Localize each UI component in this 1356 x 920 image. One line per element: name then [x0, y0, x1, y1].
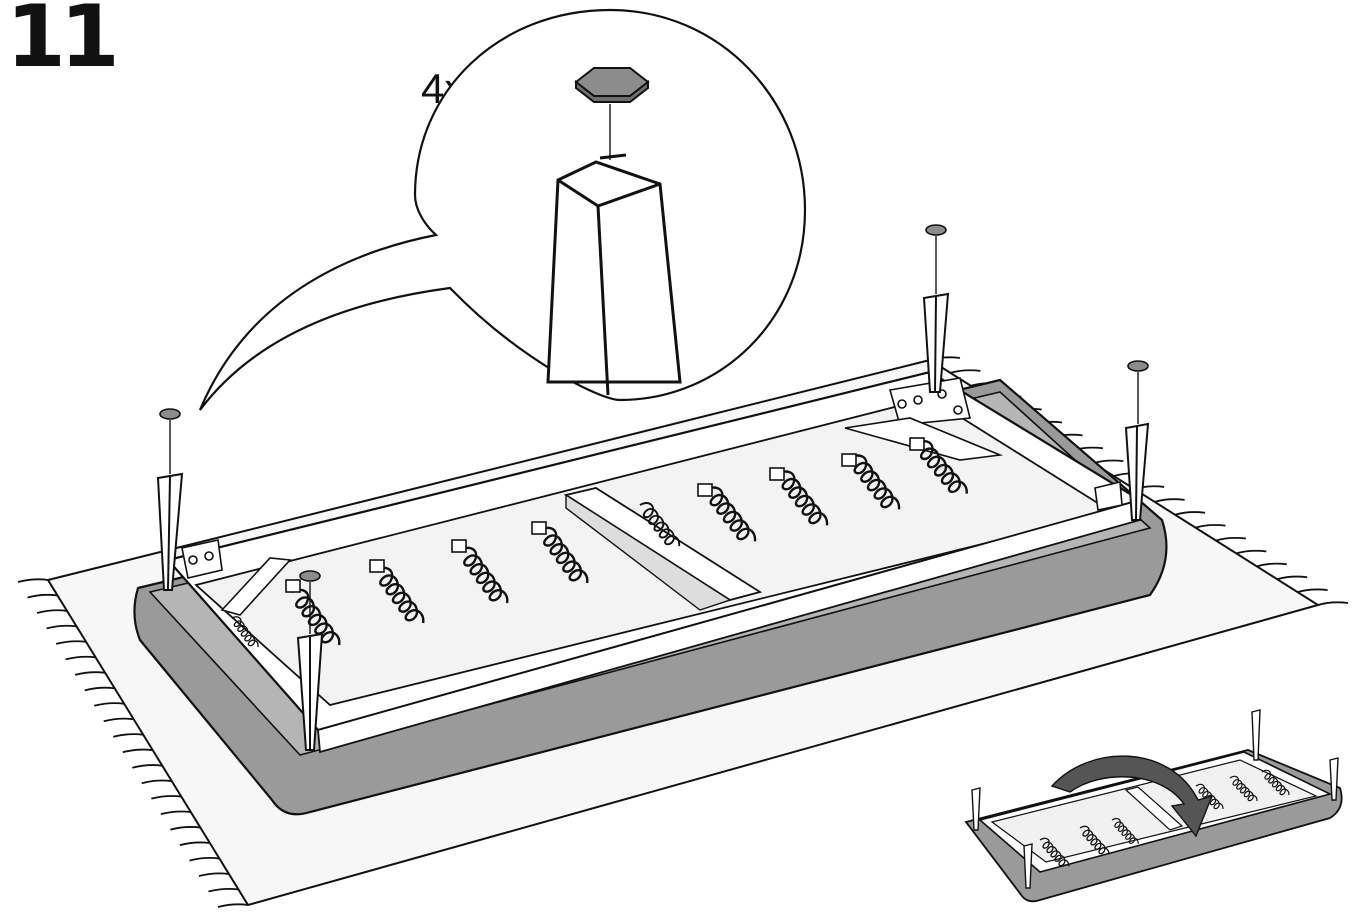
legs	[156, 292, 1150, 751]
fringe-strand	[1256, 562, 1287, 568]
leg-front-right	[1124, 422, 1150, 521]
step-number: 11	[6, 0, 120, 87]
fringe-strand	[141, 779, 172, 785]
detail-callout	[198, 8, 807, 411]
fringe-strand	[1174, 511, 1206, 516]
curved-arrow-icon	[1050, 755, 1214, 838]
fringe-strand	[1154, 498, 1185, 503]
fringe-strand	[160, 810, 191, 816]
fringe-strand	[1276, 575, 1308, 581]
foot-pad	[1127, 360, 1149, 372]
fringe-strand	[36, 609, 68, 614]
rug-fringe-left	[17, 578, 249, 908]
fringe-strand	[1236, 549, 1267, 555]
detail-foot-pad	[574, 67, 650, 103]
fringe-strand	[179, 841, 211, 846]
fringe-strand	[113, 733, 144, 738]
foot-pad	[299, 570, 321, 582]
fringe-strand	[132, 764, 163, 769]
fringe-strand	[27, 593, 58, 599]
fringe-strand	[93, 702, 125, 707]
fringe-strand	[46, 624, 77, 630]
fringe-strand	[170, 826, 201, 831]
fringe-strand	[1215, 536, 1247, 542]
springs	[223, 436, 981, 652]
fringe-strand	[1297, 588, 1328, 593]
fringe-strand	[17, 578, 49, 583]
fringe-strand	[1195, 524, 1226, 529]
detail-leg	[546, 153, 682, 396]
fringe-strand	[55, 640, 87, 645]
fringe-strand	[198, 872, 230, 877]
foot-pads	[159, 224, 1149, 634]
fringe-strand	[1093, 459, 1124, 465]
fringe-strand	[103, 717, 134, 723]
spring-clips	[285, 437, 925, 593]
fringe-strand	[189, 857, 220, 862]
leg-back-right	[922, 292, 950, 393]
leg-front-left	[296, 632, 324, 751]
fringe-strand	[217, 903, 249, 908]
flip-thumbnail	[964, 709, 1343, 903]
fringe-strand	[84, 686, 115, 692]
fringe-strand	[151, 795, 182, 800]
sofa-frame	[133, 370, 1168, 816]
fringe-strand	[122, 748, 153, 754]
foot-pad	[925, 224, 947, 236]
foot-pad	[159, 408, 181, 420]
fringe-strand	[74, 671, 106, 676]
fringe-strand	[208, 887, 239, 893]
leg-back-left	[156, 472, 184, 591]
fringe-strand	[1317, 601, 1349, 606]
fringe-strand	[65, 655, 96, 661]
fringe-strand	[950, 369, 981, 374]
